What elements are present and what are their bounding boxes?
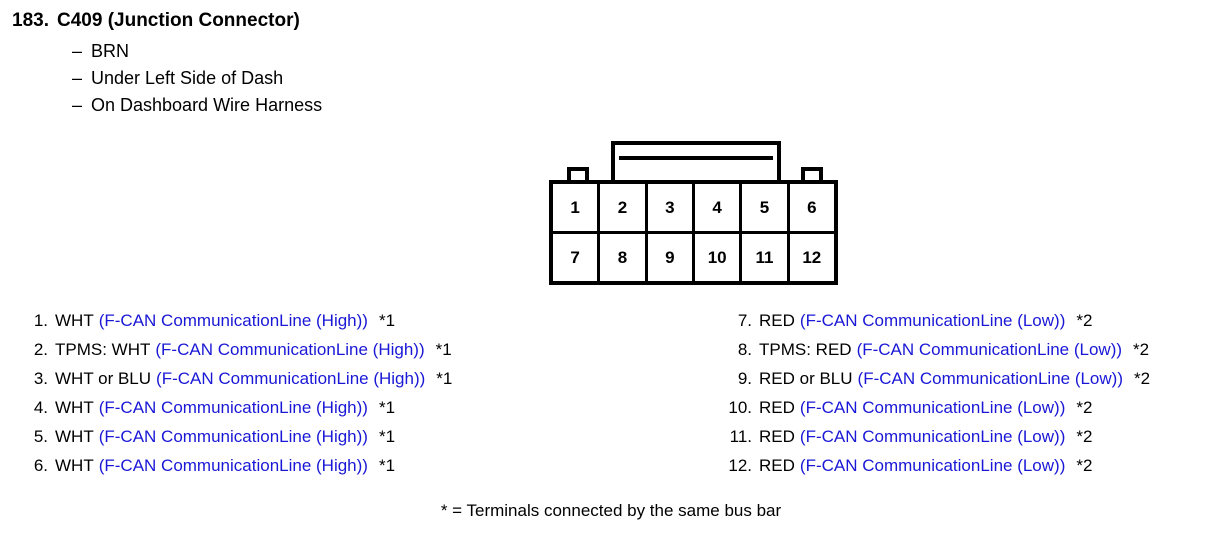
pin-cell: 8 [600, 234, 648, 281]
pin-number: 11. [729, 427, 752, 446]
pin-wire: WHT or BLU [55, 369, 152, 388]
page-title: 183. C409 (Junction Connector) [12, 9, 322, 33]
pin-note: *1 [378, 427, 396, 446]
pin-wire: TPMS: RED [759, 340, 852, 359]
dash-icon: – [72, 95, 83, 115]
pin-entry: 1. WHT(F-CAN CommunicationLine (High)) *1 [14, 306, 452, 335]
dash-icon: – [72, 41, 83, 61]
pin-circuit: (F-CAN CommunicationLine (High)) [98, 456, 368, 475]
connector-header: 183. C409 (Junction Connector) – BRN – Un… [12, 9, 322, 119]
pin-wire: WHT [55, 427, 94, 446]
pin-cell: 9 [648, 234, 695, 281]
connector-body: 1 2 3 4 5 6 7 8 9 10 11 12 [549, 180, 838, 285]
pin-number: 5. [33, 427, 48, 446]
detail-item-location: – Under Left Side of Dash [12, 65, 322, 92]
pin-note: *2 [1133, 340, 1150, 359]
pin-circuit: (F-CAN CommunicationLine (Low)) [799, 427, 1066, 446]
pin-note: *1 [436, 369, 453, 388]
pin-cell: 12 [802, 248, 822, 267]
pin-entry: 3. WHT or BLU(F-CAN CommunicationLine (Hi… [14, 364, 453, 393]
pin-entry: 4. WHT(F-CAN CommunicationLine (High)) *1 [14, 393, 452, 422]
pin-entry: 9. RED or BLU(F-CAN CommunicationLine (Lo… [718, 364, 1150, 393]
pin-cell: 3 [648, 184, 695, 231]
latch-inner-line [619, 156, 773, 160]
pin-entry: 6. WHT(F-CAN CommunicationLine (High)) *1 [14, 451, 452, 480]
dash-icon: – [72, 68, 83, 88]
pin-wire: WHT [55, 456, 94, 475]
pin-cell: 11 [742, 234, 790, 281]
pin-list-left: 1.WHT(F-CAN CommunicationLine (High))*1 … [14, 306, 453, 480]
pin-entry: 5. WHT(F-CAN CommunicationLine (High)) *1 [14, 422, 452, 451]
detail-text: BRN [91, 41, 130, 61]
pin-wire: RED or BLU [759, 369, 853, 388]
pin-wire: RED [759, 398, 795, 417]
pin-cell: 4 [695, 184, 743, 231]
pin-number: 3. [33, 369, 48, 388]
pin-circuit: (F-CAN CommunicationLine (High)) [155, 340, 425, 359]
pin-wire: WHT [55, 311, 94, 330]
pin-number: 12. [728, 456, 752, 475]
pin-note: *2 [1134, 369, 1151, 388]
connector-latch-tab [611, 141, 781, 182]
pin-number: 10. [728, 398, 752, 417]
pin-number: 2. [33, 340, 48, 359]
pin-list-right: 7.RED(F-CAN CommunicationLine (Low))*2 8… [718, 306, 1150, 480]
pin-circuit: (F-CAN CommunicationLine (Low)) [856, 340, 1123, 359]
pin-cell: 7 [553, 234, 601, 281]
pin-circuit: (F-CAN CommunicationLine (High)) [98, 427, 368, 446]
pin-circuit: (F-CAN CommunicationLine (Low)) [799, 311, 1066, 330]
pin-wire: WHT [55, 398, 94, 417]
detail-item-color: – BRN [12, 38, 322, 65]
pin-entry: 7. RED(F-CAN CommunicationLine (Low)) *2 [718, 306, 1150, 335]
connector-detail-list: – BRN – Under Left Side of Dash – On Das… [12, 38, 322, 119]
pin-entry: 10. RED(F-CAN CommunicationLine (Low)) *2 [718, 393, 1150, 422]
pin-cell: 6 [807, 198, 817, 217]
pin-number: 8. [737, 340, 752, 359]
pin-circuit: (F-CAN CommunicationLine (Low)) [799, 398, 1066, 417]
pin-note: *1 [378, 311, 396, 330]
pin-cell: 10 [695, 234, 743, 281]
pin-wire: RED [759, 427, 795, 446]
pin-number: 1. [33, 311, 48, 330]
pin-circuit: (F-CAN CommunicationLine (Low)) [857, 369, 1123, 388]
pin-number: 9. [737, 369, 752, 388]
title-number: 183. [12, 10, 49, 31]
pin-note: *1 [435, 340, 452, 359]
footnote-text: * = Terminals connected by the same bus … [440, 501, 782, 520]
detail-text: Under Left Side of Dash [91, 68, 284, 88]
pin-circuit: (F-CAN CommunicationLine (Low)) [799, 456, 1066, 475]
pin-number: 7. [737, 311, 752, 330]
pin-note: *2 [1076, 311, 1093, 330]
detail-item-harness: – On Dashboard Wire Harness [12, 92, 322, 119]
pin-entry: 11. RED(F-CAN CommunicationLine (Low)) *2 [718, 422, 1150, 451]
title-text: C409 (Junction Connector) [57, 10, 300, 31]
pin-entry: 8. TPMS: RED(F-CAN CommunicationLine (Low… [718, 335, 1150, 364]
pin-wire: TPMS: WHT [55, 340, 151, 359]
pin-entry: 12. RED(F-CAN CommunicationLine (Low)) *2 [718, 451, 1150, 480]
pin-note: *1 [378, 398, 396, 417]
detail-text: On Dashboard Wire Harness [91, 95, 323, 115]
pin-circuit: (F-CAN CommunicationLine (High)) [156, 369, 426, 388]
pin-circuit: (F-CAN CommunicationLine (High)) [98, 398, 368, 417]
connector-diagram: 1 2 3 4 5 6 7 8 9 10 11 12 [549, 141, 841, 289]
pin-number: 4. [33, 398, 48, 417]
pin-cell: 1 [553, 184, 601, 231]
pin-note: *2 [1076, 456, 1093, 475]
pin-number: 6. [33, 456, 48, 475]
pin-note: *2 [1076, 427, 1093, 446]
pin-row-top: 1 2 3 4 5 6 [553, 184, 834, 231]
pin-cell: 5 [742, 184, 790, 231]
pin-note: *1 [378, 456, 396, 475]
pin-cell: 2 [600, 184, 648, 231]
pin-circuit: (F-CAN CommunicationLine (High)) [98, 311, 368, 330]
pin-note: *2 [1076, 398, 1093, 417]
pin-entry: 2. TPMS: WHT(F-CAN CommunicationLine (Hig… [14, 335, 452, 364]
pin-wire: RED [759, 311, 795, 330]
pin-wire: RED [759, 456, 795, 475]
pin-row-bottom: 7 8 9 10 11 12 [553, 231, 834, 281]
